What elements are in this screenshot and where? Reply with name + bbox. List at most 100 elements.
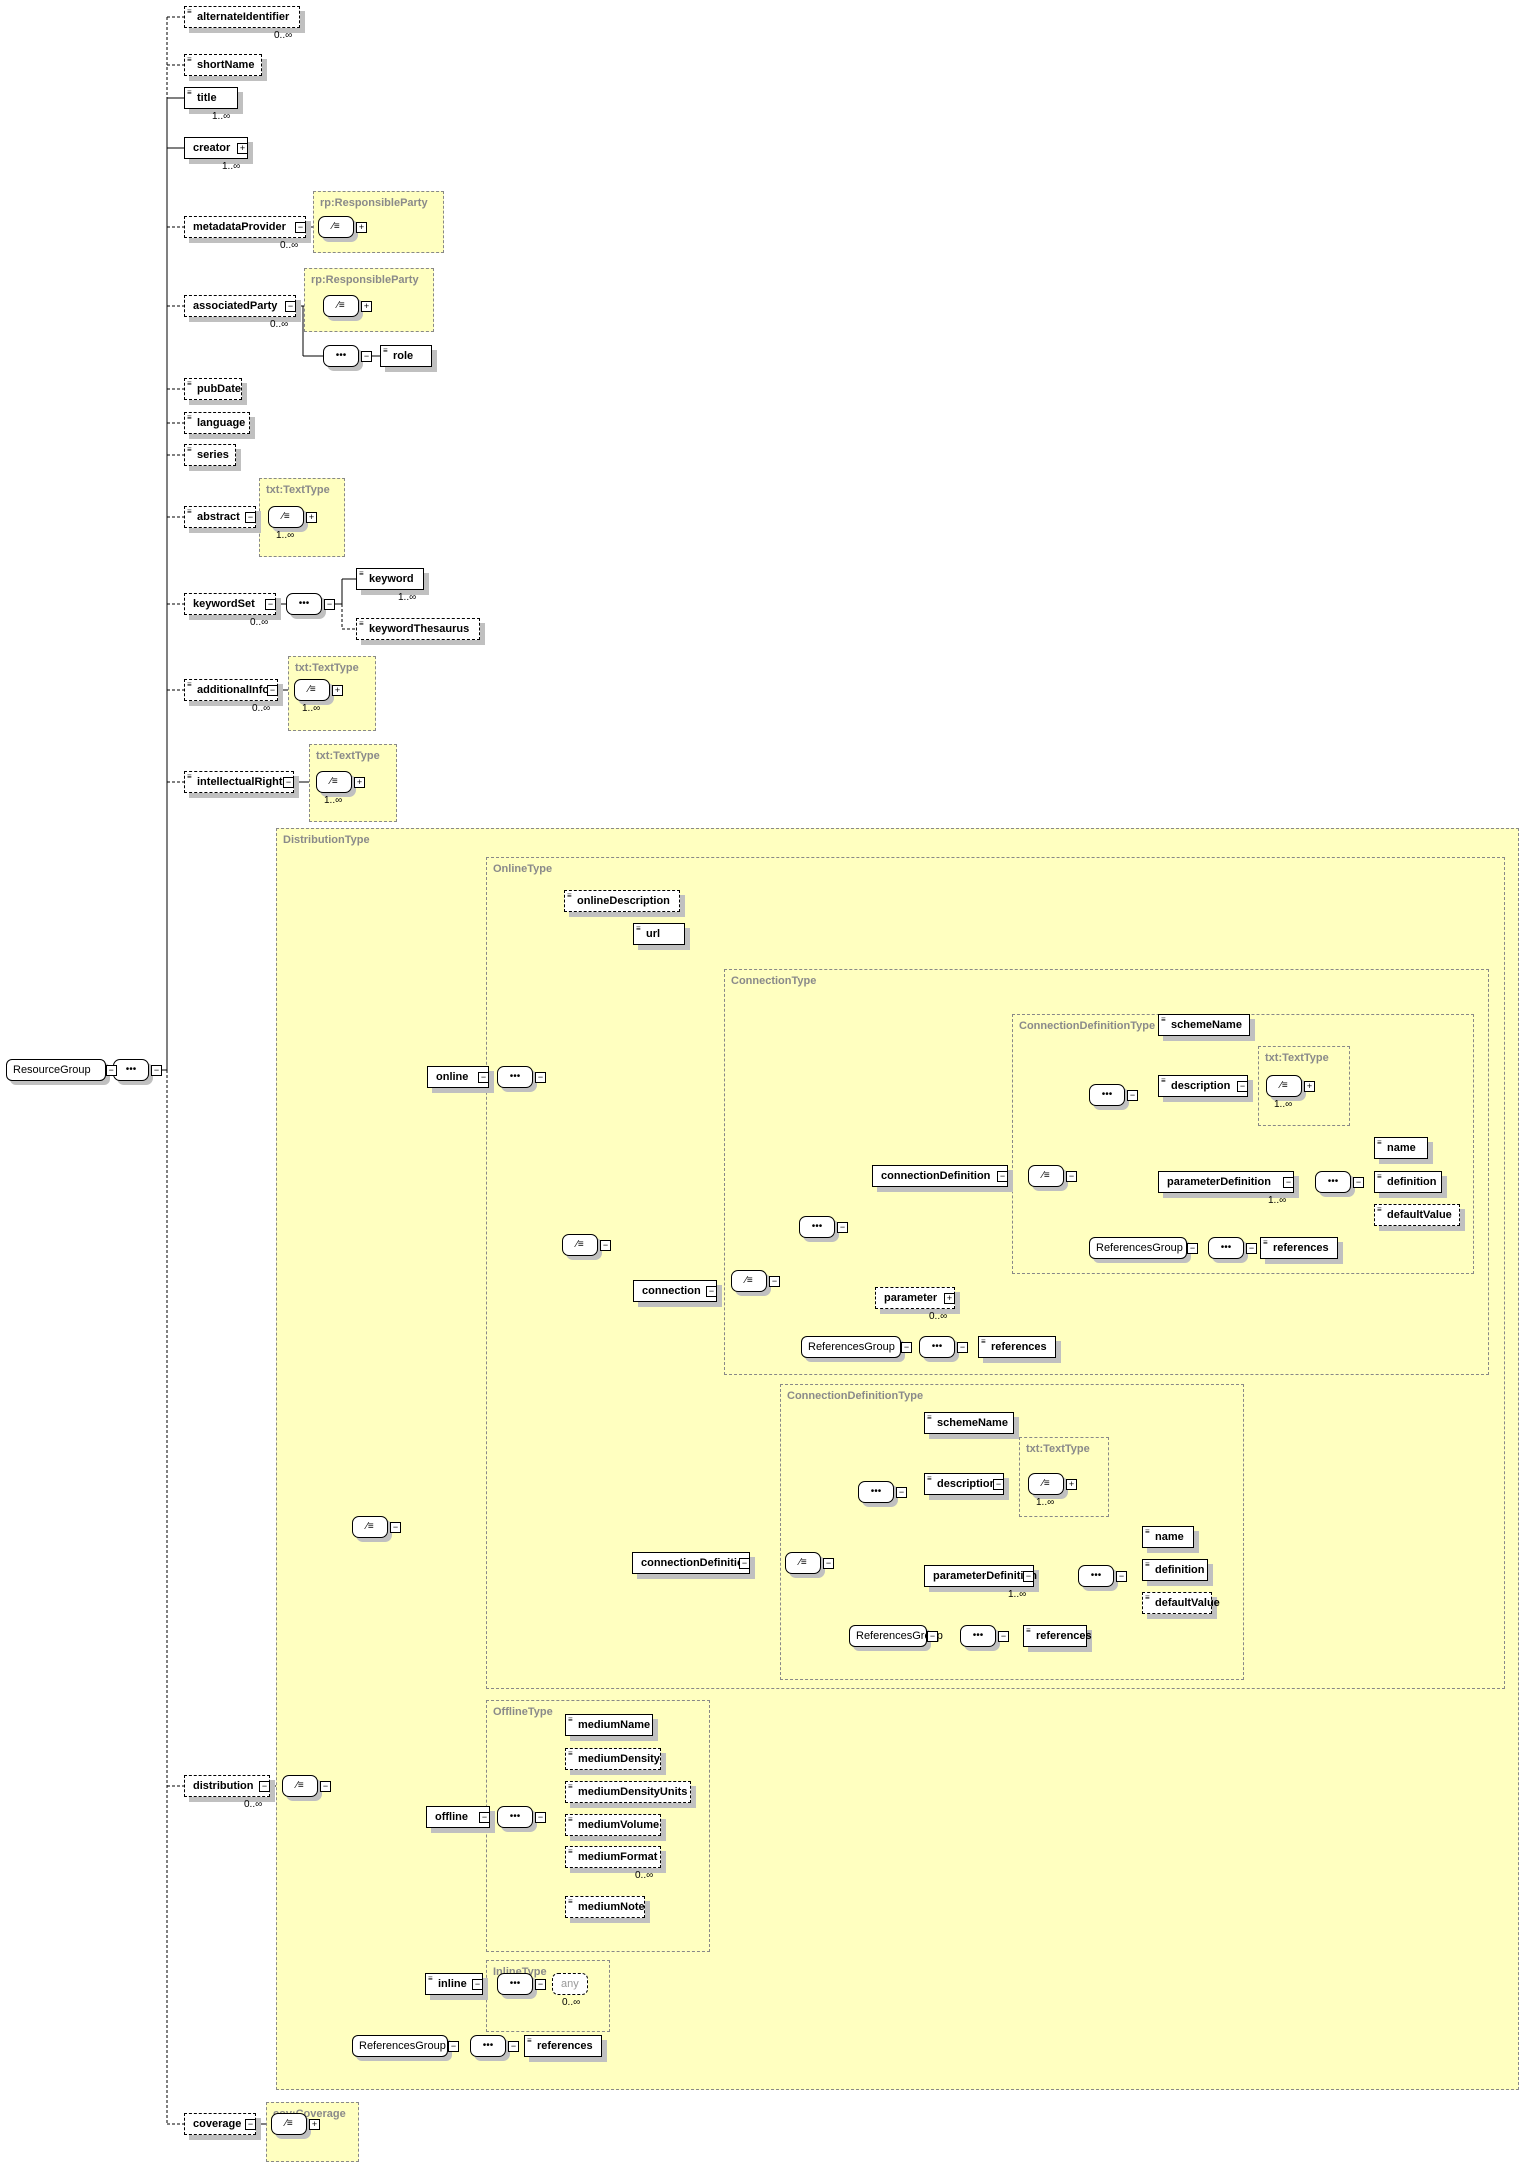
sequence-compositor-icon[interactable]: •••−: [497, 1806, 546, 1828]
element-defaultValue2[interactable]: ≡defaultValue: [1142, 1592, 1220, 1614]
element-schemeName2[interactable]: ≡schemeName: [924, 1412, 1014, 1434]
element-mediumFormat[interactable]: ≡mediumFormat: [565, 1846, 665, 1872]
collapse-toggle-icon[interactable]: −: [151, 1065, 162, 1076]
sequence-compositor-icon[interactable]: •••−: [960, 1625, 1009, 1647]
sequence-compositor-icon[interactable]: •••−: [1089, 1084, 1138, 1106]
collapse-toggle-icon[interactable]: −: [1283, 1177, 1294, 1188]
choice-compositor-icon[interactable]: ⁄≡+: [323, 295, 372, 317]
sequence-compositor-icon[interactable]: •••−: [1315, 1171, 1364, 1193]
expand-toggle-icon[interactable]: +: [306, 512, 317, 523]
choice-compositor-icon[interactable]: ⁄≡+: [268, 506, 317, 528]
group-refgrp2[interactable]: ReferencesGroup−: [1089, 1237, 1198, 1259]
element-parameter[interactable]: parameter+: [875, 1287, 959, 1313]
element-language[interactable]: ≡language: [184, 412, 250, 434]
sequence-compositor-icon[interactable]: •••−: [286, 593, 335, 615]
choice-compositor-icon[interactable]: ⁄≡+: [316, 771, 365, 793]
element-connectionDefinition2[interactable]: connectionDefinition−: [632, 1552, 750, 1574]
expand-toggle-icon[interactable]: +: [237, 143, 248, 154]
choice-compositor-icon[interactable]: ⁄≡−: [731, 1270, 780, 1292]
collapse-toggle-icon[interactable]: −: [896, 1487, 907, 1498]
element-additionalInfo[interactable]: ≡additionalInfo−: [184, 679, 282, 705]
element-coverage[interactable]: coverage−: [184, 2113, 256, 2135]
choice-compositor-icon[interactable]: ⁄≡−: [1028, 1165, 1077, 1187]
element-shortName[interactable]: ≡shortName: [184, 54, 262, 76]
collapse-toggle-icon[interactable]: −: [706, 1286, 717, 1297]
element-offline[interactable]: offline−: [426, 1806, 490, 1828]
sequence-compositor-icon[interactable]: •••−: [858, 1481, 907, 1503]
element-creator[interactable]: creator+: [184, 137, 252, 163]
collapse-toggle-icon[interactable]: −: [600, 1240, 611, 1251]
sequence-compositor-icon[interactable]: •••−: [470, 2035, 519, 2057]
collapse-toggle-icon[interactable]: −: [1127, 1090, 1138, 1101]
element-definition2[interactable]: ≡definition: [1142, 1559, 1208, 1581]
element-onlineDescription[interactable]: ≡onlineDescription: [564, 890, 680, 912]
element-connectionDefinition1[interactable]: connectionDefinition−: [872, 1165, 1008, 1187]
collapse-toggle-icon[interactable]: −: [1237, 1081, 1248, 1092]
collapse-toggle-icon[interactable]: −: [285, 301, 296, 312]
collapse-toggle-icon[interactable]: −: [901, 1342, 912, 1353]
element-references2[interactable]: ≡references: [1260, 1237, 1338, 1259]
element-mediumDensityUnits[interactable]: ≡mediumDensityUnits: [565, 1781, 691, 1803]
expand-toggle-icon[interactable]: +: [361, 301, 372, 312]
element-inline[interactable]: ≡inline−: [425, 1973, 483, 1995]
choice-compositor-icon[interactable]: ⁄≡+: [294, 679, 343, 701]
element-schemeName1[interactable]: ≡schemeName: [1158, 1014, 1250, 1036]
choice-compositor-icon[interactable]: ⁄≡+: [271, 2113, 320, 2135]
choice-compositor-icon[interactable]: ⁄≡−: [282, 1775, 331, 1797]
collapse-toggle-icon[interactable]: −: [508, 2041, 519, 2052]
collapse-toggle-icon[interactable]: −: [1116, 1571, 1127, 1582]
expand-toggle-icon[interactable]: +: [356, 222, 367, 233]
element-references3[interactable]: ≡references: [1023, 1625, 1092, 1647]
choice-compositor-icon[interactable]: ⁄≡−: [562, 1234, 611, 1256]
element-keyword[interactable]: ≡keyword: [356, 568, 428, 594]
collapse-toggle-icon[interactable]: −: [324, 599, 335, 610]
collapse-toggle-icon[interactable]: −: [479, 1812, 490, 1823]
collapse-toggle-icon[interactable]: −: [1246, 1243, 1257, 1254]
sequence-compositor-icon[interactable]: •••−: [323, 345, 372, 367]
element-pubDate[interactable]: ≡pubDate: [184, 378, 242, 400]
expand-toggle-icon[interactable]: +: [944, 1293, 955, 1304]
element-references1[interactable]: ≡references: [978, 1336, 1056, 1358]
element-keywordThesaurus[interactable]: ≡keywordThesaurus: [356, 618, 480, 640]
choice-compositor-icon[interactable]: ⁄≡+: [1266, 1075, 1315, 1097]
element-description2[interactable]: ≡description−: [924, 1473, 1004, 1495]
expand-toggle-icon[interactable]: +: [1304, 1081, 1315, 1092]
element-abstract[interactable]: ≡abstract−: [184, 506, 256, 528]
collapse-toggle-icon[interactable]: −: [245, 2119, 256, 2130]
collapse-toggle-icon[interactable]: −: [769, 1276, 780, 1287]
collapse-toggle-icon[interactable]: −: [265, 599, 276, 610]
collapse-toggle-icon[interactable]: −: [295, 222, 306, 233]
collapse-toggle-icon[interactable]: −: [998, 1631, 1009, 1642]
choice-compositor-icon[interactable]: ⁄≡+: [1028, 1473, 1077, 1495]
element-intellectualRights[interactable]: ≡intellectualRights−: [184, 771, 294, 793]
root-group-ResourceGroup[interactable]: ResourceGroup−: [6, 1059, 117, 1081]
collapse-toggle-icon[interactable]: −: [320, 1781, 331, 1792]
element-associatedParty[interactable]: associatedParty−: [184, 295, 300, 321]
collapse-toggle-icon[interactable]: −: [390, 1522, 401, 1533]
collapse-toggle-icon[interactable]: −: [259, 1781, 270, 1792]
choice-compositor-icon[interactable]: ⁄≡−: [785, 1552, 834, 1574]
group-refgrp3[interactable]: ReferencesGroup−: [849, 1625, 943, 1647]
element-parameterDefinition1[interactable]: parameterDefinition−: [1158, 1171, 1298, 1197]
collapse-toggle-icon[interactable]: −: [478, 1072, 489, 1083]
sequence-compositor-icon[interactable]: •••−: [1208, 1237, 1257, 1259]
element-title[interactable]: ≡title: [184, 87, 242, 113]
collapse-toggle-icon[interactable]: −: [267, 685, 278, 696]
collapse-toggle-icon[interactable]: −: [1187, 1243, 1198, 1254]
collapse-toggle-icon[interactable]: −: [997, 1171, 1008, 1182]
element-mediumDensity[interactable]: ≡mediumDensity: [565, 1748, 661, 1770]
collapse-toggle-icon[interactable]: −: [957, 1342, 968, 1353]
element-parameterDefinition2[interactable]: parameterDefinition−: [924, 1565, 1038, 1591]
expand-toggle-icon[interactable]: +: [309, 2119, 320, 2130]
collapse-toggle-icon[interactable]: −: [283, 777, 294, 788]
group-refgrp4[interactable]: ReferencesGroup−: [352, 2035, 459, 2057]
element-series[interactable]: ≡series: [184, 444, 236, 466]
collapse-toggle-icon[interactable]: −: [993, 1479, 1004, 1490]
collapse-toggle-icon[interactable]: −: [535, 1812, 546, 1823]
element-name1[interactable]: ≡name: [1374, 1137, 1428, 1159]
sequence-compositor-icon[interactable]: •••−: [919, 1336, 968, 1358]
sequence-compositor-icon[interactable]: •••−: [497, 1973, 546, 1995]
collapse-toggle-icon[interactable]: −: [837, 1222, 848, 1233]
element-url[interactable]: ≡url: [633, 923, 685, 945]
collapse-toggle-icon[interactable]: −: [245, 512, 256, 523]
